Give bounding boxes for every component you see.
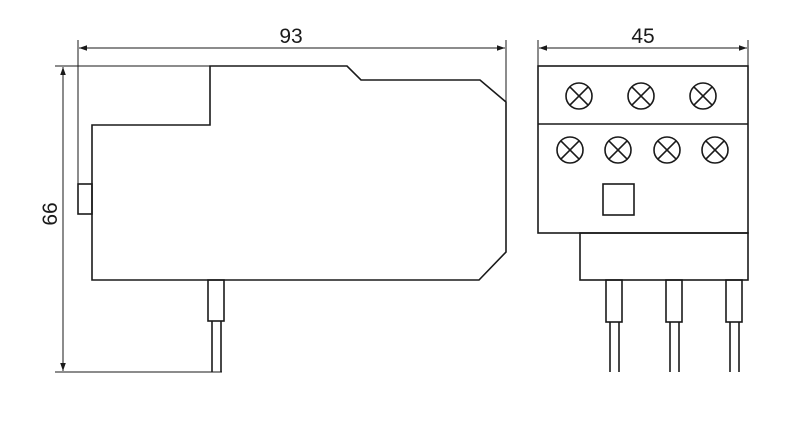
terminal-screw-top-3 [689, 82, 717, 110]
reset-button-square [602, 183, 635, 216]
side-view-body-outline [91, 65, 507, 281]
front-width-dimension: 45 [537, 25, 749, 66]
side-view-side-tab [77, 183, 93, 215]
front-terminal-pin-2 [665, 279, 683, 372]
front-view-lower-block [579, 232, 749, 281]
terminal-screw-top-2 [627, 82, 655, 110]
terminal-screw-bottom-2 [604, 136, 632, 164]
front-width-dimension-label: 45 [631, 25, 654, 48]
width-dimension-label: 93 [279, 25, 302, 48]
front-terminal-pin-1 [605, 279, 623, 372]
height-dimension: 66 [39, 65, 222, 373]
height-dimension-label: 66 [39, 202, 62, 225]
side-view [77, 65, 507, 372]
terminal-screw-top-1 [565, 82, 593, 110]
width-dimension: 93 [77, 25, 507, 184]
front-terminal-pin-3 [725, 279, 743, 372]
side-view-terminal-upper [207, 279, 225, 322]
terminal-screw-bottom-4 [701, 136, 729, 164]
front-view [537, 65, 749, 372]
terminal-screw-bottom-3 [653, 136, 681, 164]
terminal-screw-bottom-1 [556, 136, 584, 164]
